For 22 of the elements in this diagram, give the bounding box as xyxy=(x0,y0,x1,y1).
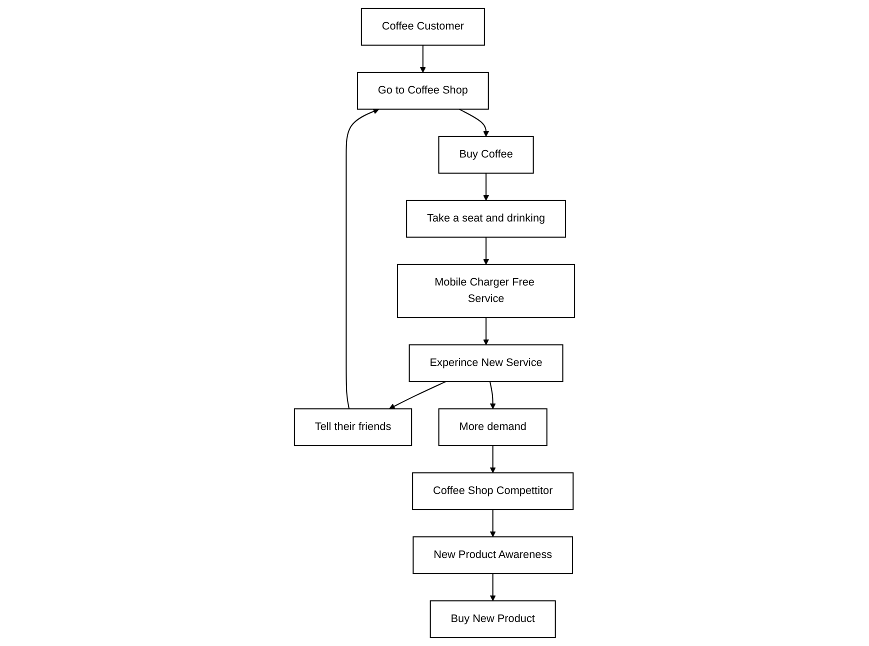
process-box: Buy Coffee xyxy=(438,136,534,174)
process-box: Coffee Customer xyxy=(360,8,485,46)
arrow xyxy=(489,381,496,410)
process-box: New Product Awareness xyxy=(412,536,574,574)
arrow xyxy=(483,237,490,265)
arrow xyxy=(490,574,496,602)
process-box: Take a seat and drinking xyxy=(406,200,566,238)
arrow xyxy=(483,173,490,201)
process-box: Tell their friends xyxy=(294,408,412,446)
process-box: Coffee Shop Compettitor xyxy=(412,472,574,510)
process-box: More demand xyxy=(438,408,548,446)
arrow xyxy=(490,446,496,474)
arrow xyxy=(458,108,490,137)
process-box: Experince New Service xyxy=(408,344,564,382)
process-box: Mobile Charger Free Service xyxy=(397,264,576,318)
arrow xyxy=(389,381,446,410)
process-box: Buy New Product xyxy=(430,600,556,638)
arrow xyxy=(346,108,380,409)
arrow xyxy=(490,510,496,538)
arrow xyxy=(483,318,490,346)
process-box: Go to Coffee Shop xyxy=(356,72,489,110)
arrow xyxy=(420,45,426,73)
